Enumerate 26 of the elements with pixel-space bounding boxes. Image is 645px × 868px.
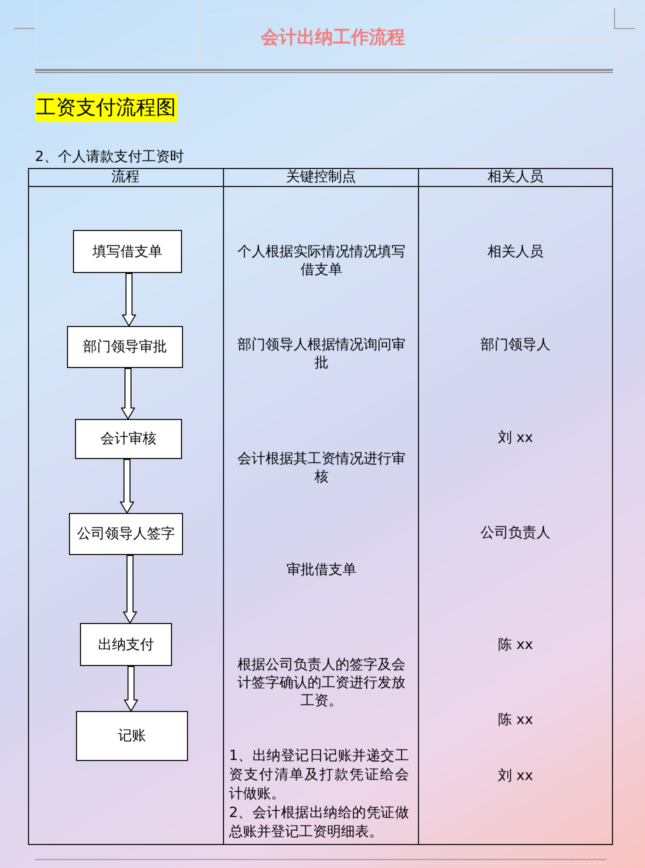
column-header: 流程 <box>112 168 140 186</box>
process-box: 公司领导人签字 <box>69 513 183 555</box>
control-point-text: 1、出纳登记日记账并递交工资支付清单及打款凭证给会计做账。 <box>229 747 409 804</box>
person-name: 刘 xx <box>498 429 534 447</box>
diagram-title: 工资支付流程图 <box>35 93 177 122</box>
control-point-text: 审批借支单 <box>286 561 356 579</box>
section-heading: 2、个人请款支付工资时 <box>35 149 184 165</box>
person-name: 相关人员 <box>488 243 544 261</box>
person-name: 刘 xx <box>498 767 534 785</box>
control-point-text: 2、会计根据出纳给的凭证做总账并登记工资明细表。 <box>229 804 409 842</box>
person-name: 公司负责人 <box>480 524 550 542</box>
control-point-text: 个人根据实际情况情况填写借支单 <box>236 243 406 279</box>
process-box: 记账 <box>76 711 188 761</box>
column-header: 相关人员 <box>488 168 544 186</box>
person-name: 陈 xx <box>498 636 534 654</box>
process-box: 填写借支单 <box>73 230 182 273</box>
page-header: 会计出纳工作流程 <box>261 26 405 50</box>
process-box: 出纳支付 <box>80 623 172 666</box>
control-point-text: 根据公司负责人的签字及会计签字确认的工资进行发放工资。 <box>236 656 406 710</box>
person-name: 部门领导人 <box>480 336 550 354</box>
control-point-text: 会计根据其工资情况进行审核 <box>236 450 406 486</box>
process-box: 部门领导审批 <box>67 326 183 368</box>
process-box: 会计审核 <box>75 419 182 459</box>
person-name: 陈 xx <box>498 711 534 729</box>
column-header: 关键控制点 <box>286 168 356 186</box>
control-point-text: 部门领导人根据情况询问审批 <box>236 336 406 372</box>
